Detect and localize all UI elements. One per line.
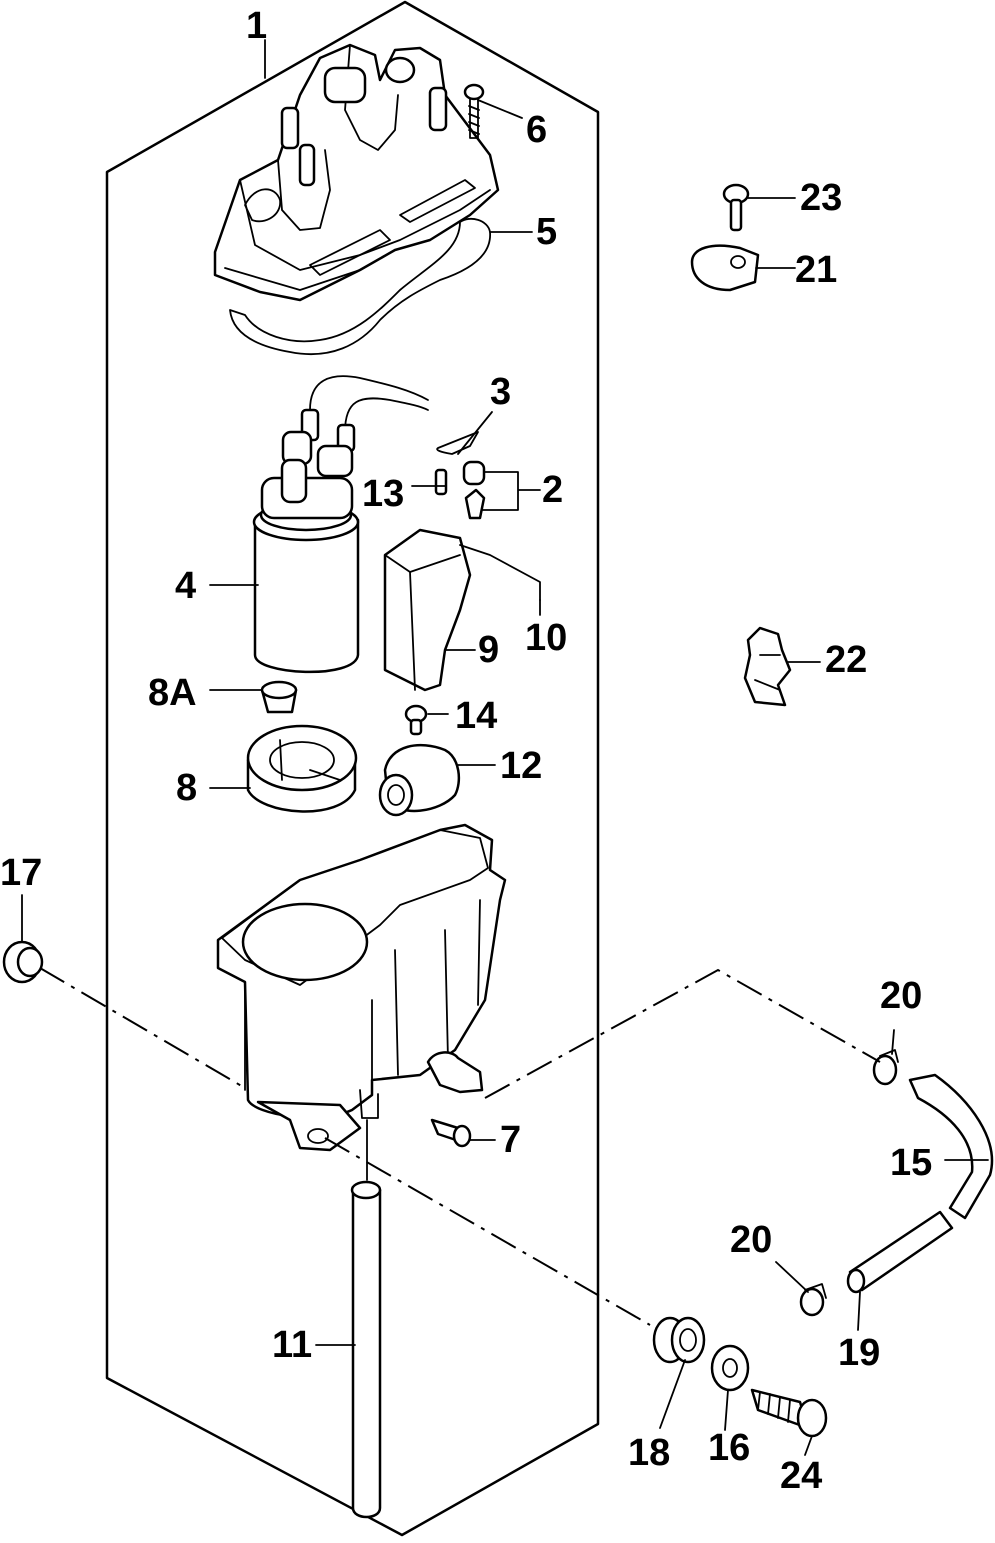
clip-3 bbox=[436, 431, 479, 455]
label-21: 21 bbox=[795, 249, 837, 291]
pump-holder-8 bbox=[246, 724, 358, 813]
bushing-17 bbox=[2, 940, 44, 984]
label-19: 19 bbox=[838, 1332, 880, 1374]
bolt-24 bbox=[750, 1388, 828, 1438]
bolt-23 bbox=[722, 183, 750, 232]
washer-16 bbox=[710, 1344, 750, 1392]
label-18: 18 bbox=[628, 1432, 670, 1474]
label-23: 23 bbox=[800, 177, 842, 219]
label-12: 12 bbox=[500, 745, 542, 787]
pump-top-cover bbox=[213, 43, 500, 302]
label-2: 2 bbox=[542, 469, 563, 511]
label-3: 3 bbox=[490, 371, 511, 413]
leader-lines bbox=[21, 39, 989, 1456]
hose-15 bbox=[908, 1073, 994, 1220]
center-lines bbox=[39, 967, 881, 1326]
filter-9 bbox=[383, 528, 541, 692]
clamp-21 bbox=[690, 244, 760, 292]
label-13: 13 bbox=[362, 473, 404, 515]
grommet-8a bbox=[260, 680, 298, 714]
label-7: 7 bbox=[500, 1119, 521, 1161]
label-4: 4 bbox=[175, 565, 196, 607]
label-5: 5 bbox=[536, 211, 557, 253]
regulator-12 bbox=[378, 743, 461, 817]
label-16: 16 bbox=[708, 1427, 750, 1469]
label-20-bottom: 20 bbox=[730, 1219, 772, 1261]
screw-14 bbox=[404, 704, 428, 736]
clamp-20-top bbox=[872, 1049, 899, 1086]
grommet-18 bbox=[652, 1316, 706, 1364]
screw-13 bbox=[434, 468, 448, 496]
label-15: 15 bbox=[890, 1142, 932, 1184]
label-11: 11 bbox=[272, 1324, 312, 1366]
clip-22 bbox=[743, 626, 792, 707]
label-17: 17 bbox=[0, 852, 42, 894]
valve-2 bbox=[462, 460, 486, 520]
label-9: 9 bbox=[478, 629, 499, 671]
hose-11 bbox=[350, 1119, 382, 1519]
label-24: 24 bbox=[780, 1455, 822, 1497]
label-20-top: 20 bbox=[880, 975, 922, 1017]
label-10: 10 bbox=[525, 617, 567, 659]
screw-6 bbox=[463, 83, 485, 139]
label-6: 6 bbox=[526, 109, 547, 151]
fuel-pump-motor bbox=[252, 375, 429, 674]
label-1: 1 bbox=[246, 5, 267, 47]
label-8: 8 bbox=[176, 767, 197, 809]
part-labels: 1 6 5 23 21 3 2 13 4 10 9 22 8A 14 12 8 … bbox=[0, 5, 932, 1497]
clamp-20-bottom bbox=[799, 1283, 827, 1317]
label-8a: 8A bbox=[148, 672, 197, 714]
label-22: 22 bbox=[825, 639, 867, 681]
screw-7 bbox=[430, 1118, 472, 1148]
label-14: 14 bbox=[455, 695, 497, 737]
hose-19 bbox=[846, 1210, 954, 1294]
assembly-box-outline bbox=[105, 0, 600, 1537]
pump-housing bbox=[216, 823, 507, 1152]
